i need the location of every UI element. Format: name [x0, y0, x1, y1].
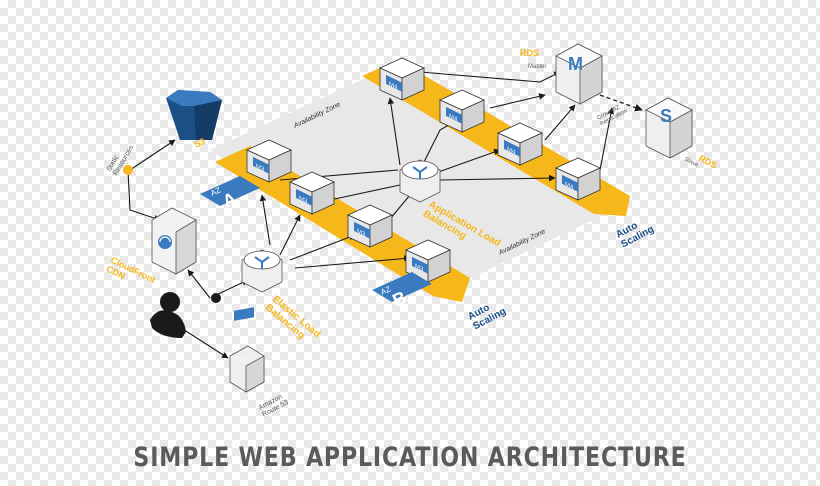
user-to-route53-line: [177, 325, 229, 359]
replication-label: Cross-AZReplication: [596, 103, 628, 128]
user-icon[interactable]: [150, 292, 221, 338]
user-to-elb-line: [213, 279, 249, 297]
band-a-arrowhead: [594, 196, 630, 216]
instance-label: M3: [357, 228, 366, 239]
applb-link-3: [439, 174, 556, 182]
instance-m4-4[interactable]: M4: [555, 157, 601, 201]
elb-to-m3-3: [289, 234, 356, 261]
instance-label: M4: [449, 113, 458, 124]
cloudfront-to-s3-line: [129, 139, 176, 171]
page-title: SIMPLE WEB APPLICATION ARCHITECTURE: [133, 442, 687, 473]
instance-label: M4: [507, 146, 516, 157]
user-to-cloudfront-line: [187, 269, 211, 299]
instance-m3-4[interactable]: M3: [405, 239, 451, 283]
elb-label: Elastic LoadBalancing: [263, 294, 322, 349]
elb-to-m3-2: [279, 214, 301, 256]
fork-icon: [412, 166, 428, 179]
s3-bucket-icon[interactable]: [166, 90, 222, 140]
cloudfront-label: CloudFrontCDN: [105, 255, 157, 294]
s3-to-cloudfront-line: [127, 169, 161, 222]
replication-line: [599, 94, 643, 112]
az-a-tag: AZ A: [200, 176, 260, 212]
instance-label: M3: [256, 163, 265, 174]
m4-to-rds-1: [419, 71, 561, 83]
m4-to-rds-3: [544, 104, 576, 141]
m3-to-applb-2: [329, 184, 401, 201]
instance-m3-1[interactable]: M3: [246, 139, 292, 183]
m4-to-rds-2: [489, 93, 546, 109]
route53-icon[interactable]: [229, 307, 265, 393]
applb-link-2: [429, 148, 501, 176]
rds-slave-letter: S: [660, 106, 672, 126]
instance-m4-1[interactable]: M4: [379, 57, 425, 101]
elb-to-m3-4: [294, 255, 411, 269]
svg-text:AZ: AZ: [209, 185, 222, 197]
az-b-tag: AZ B: [372, 272, 432, 311]
applb-link-4: [387, 97, 401, 166]
connections: [127, 71, 615, 359]
cloudfront-icon[interactable]: [151, 207, 197, 275]
instance-m4-2[interactable]: M4: [439, 89, 485, 133]
rds-slave-icon[interactable]: [645, 97, 693, 159]
instance-label: M3: [299, 195, 308, 206]
instance-label: M3: [415, 263, 424, 274]
auto-scaling-b-label: AutoScaling: [466, 296, 508, 332]
route53-badge: 53: [238, 357, 246, 364]
instance-m3-2[interactable]: M3: [289, 171, 335, 215]
rds-master-icon[interactable]: [555, 43, 603, 105]
instance-m3-3[interactable]: M3: [347, 204, 393, 248]
rds-master-label: RDS: [520, 48, 539, 58]
m4-to-rds-4: [599, 107, 615, 171]
instance-m4-3[interactable]: M4: [497, 122, 543, 166]
svg-text:AZ: AZ: [379, 284, 392, 296]
auto-scaling-a-label: AutoScaling: [614, 214, 656, 250]
elb-to-m3-1: [259, 194, 271, 246]
fork-icon: [254, 256, 270, 269]
route53-label: AmazonRoute 53: [258, 392, 290, 418]
elb-icon[interactable]: [241, 249, 283, 293]
s3-link-dot: [123, 165, 133, 175]
rds-slave-label: RDS: [697, 153, 718, 171]
rds-master-sub: Master: [528, 64, 546, 70]
band-b-arrowhead: [432, 278, 470, 302]
rds-master-letter: M: [568, 54, 583, 74]
s3-badge: S3: [192, 136, 206, 150]
rds-slave-sub: Slave: [683, 156, 700, 169]
instance-label: M4: [389, 81, 398, 92]
instance-label: M4: [565, 181, 574, 192]
app-lb-icon[interactable]: [399, 159, 441, 203]
